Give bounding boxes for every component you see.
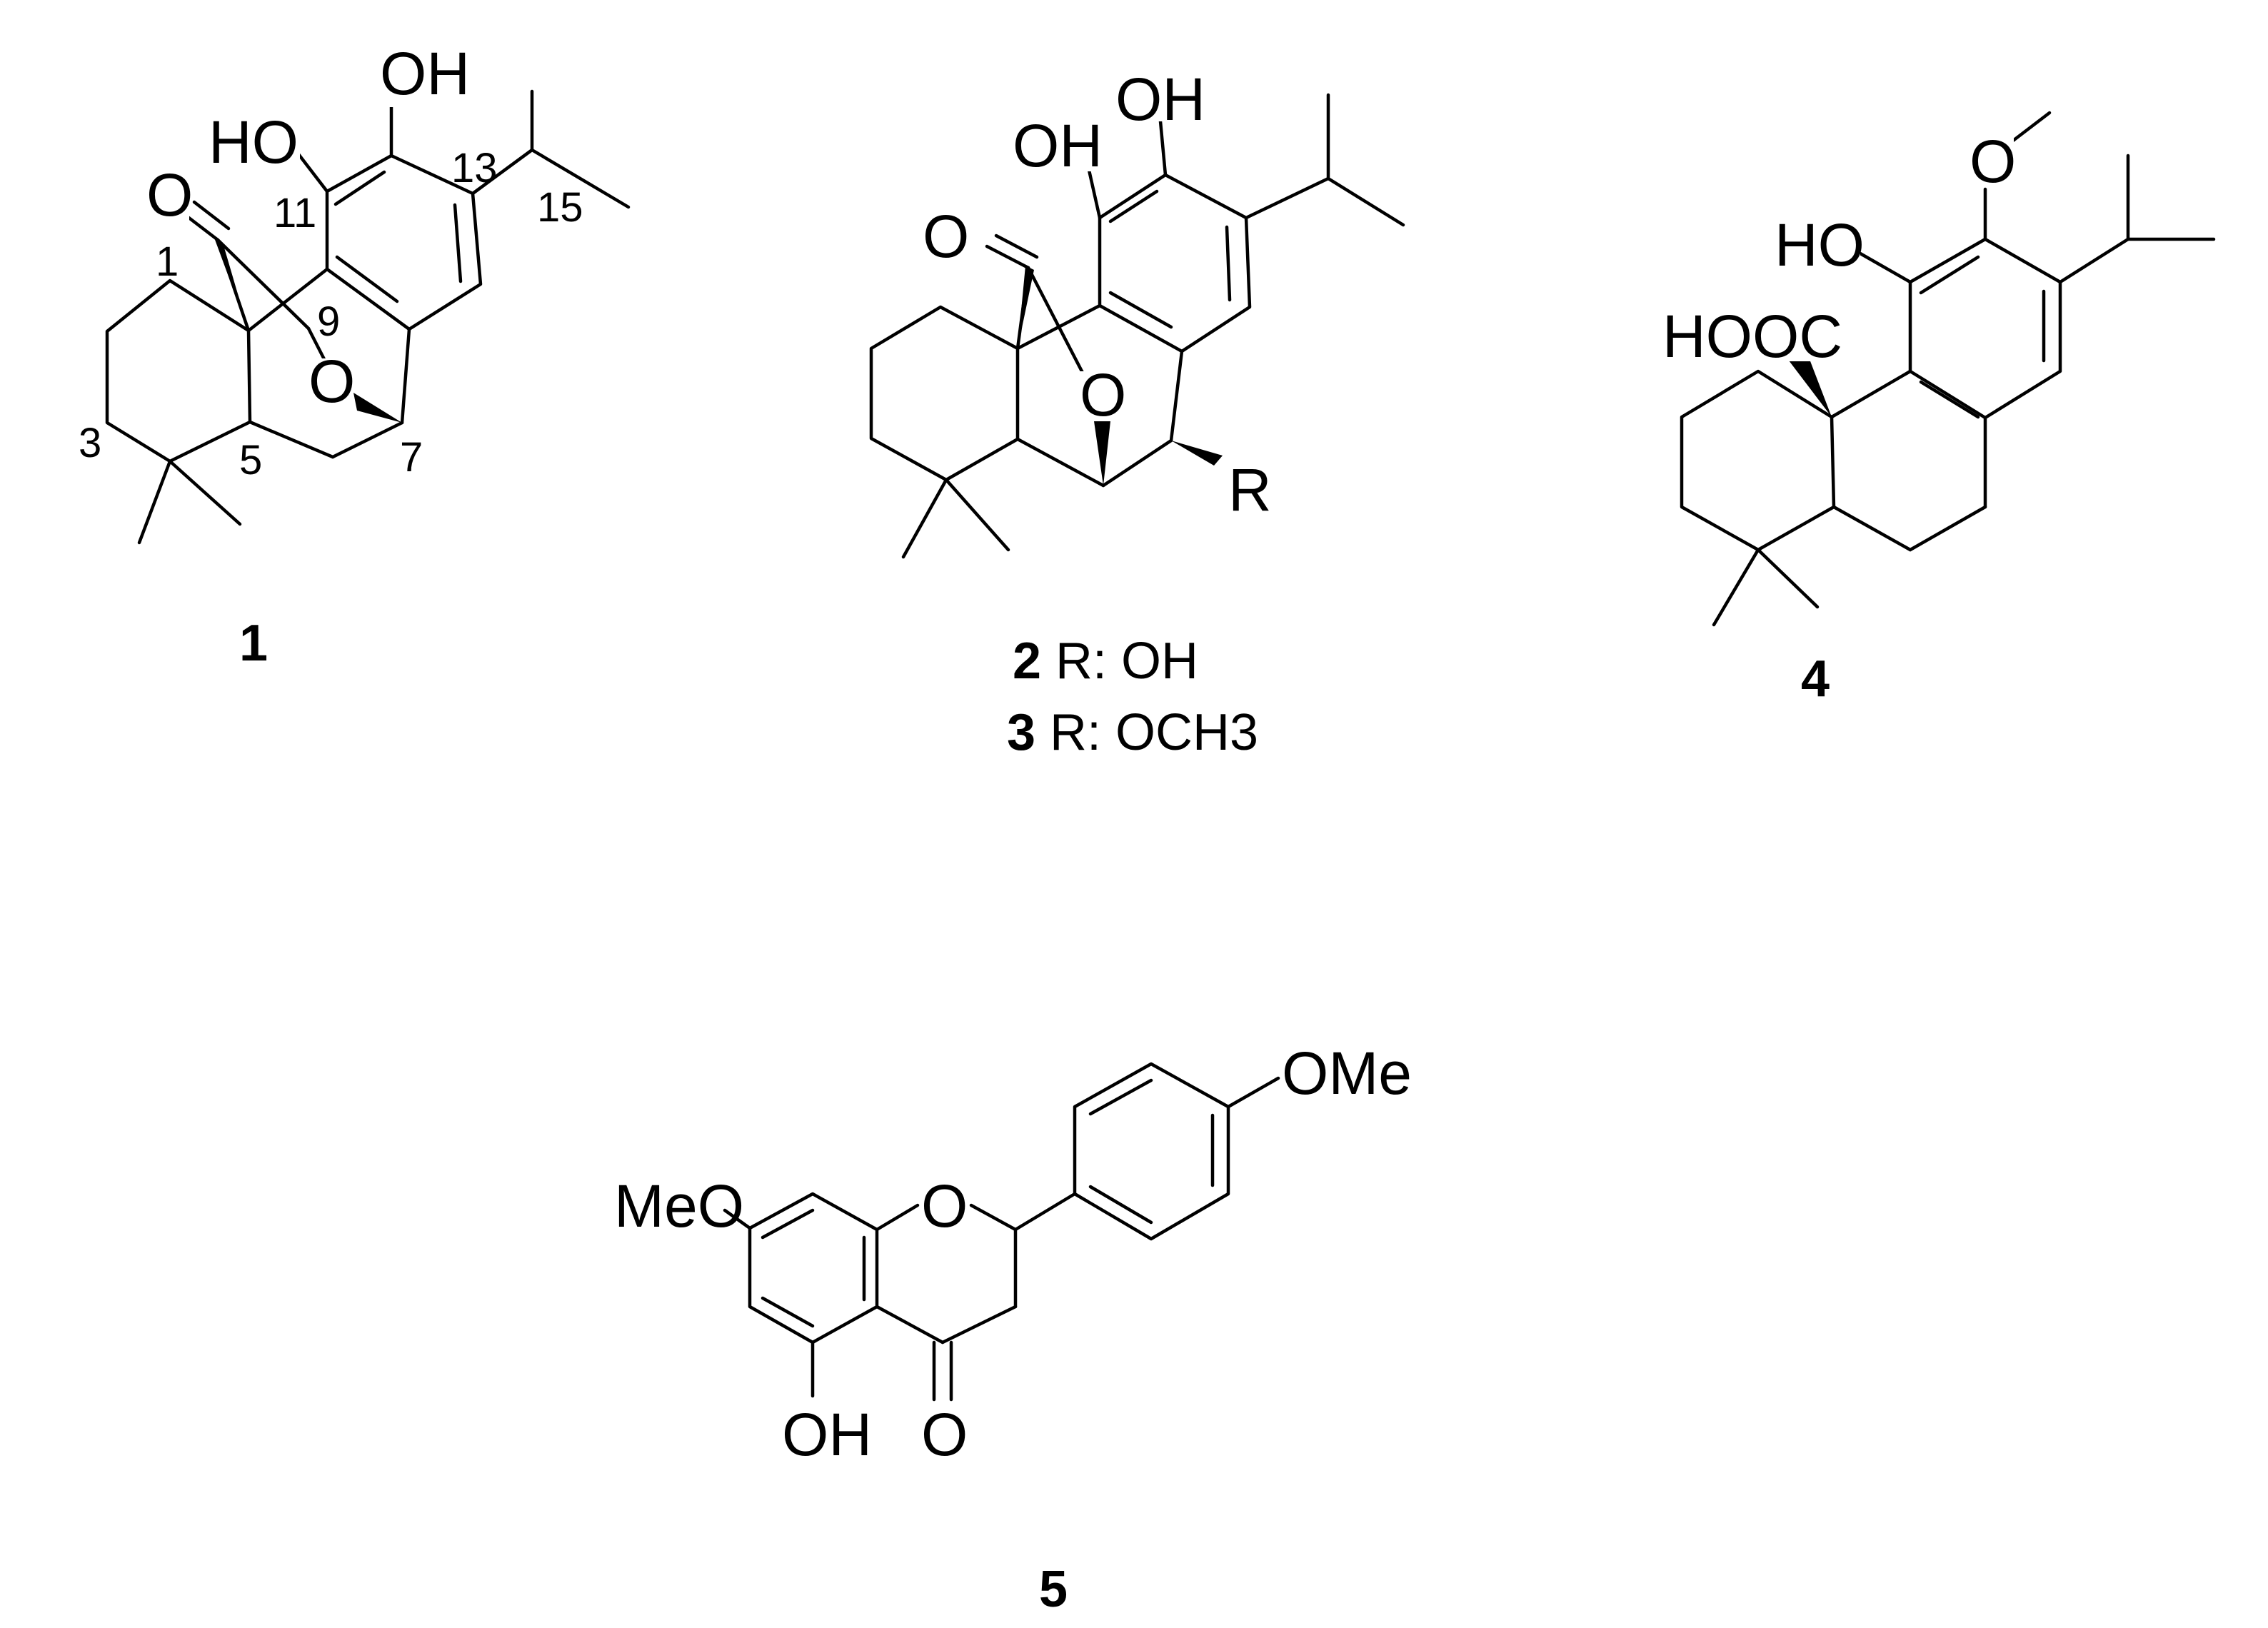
compound-3-r-label: R: OCH3 xyxy=(1050,704,1258,761)
c1-ho-left: HO xyxy=(209,109,298,176)
c2-r-substituent: R xyxy=(1228,456,1272,523)
compound-4-structure xyxy=(1680,111,2216,627)
compound-1-labels: OH HO O O 13 11 15 1 9 3 5 7 1 xyxy=(79,40,583,672)
c1-oh-top: OH xyxy=(380,40,470,107)
c1-locant-9: 9 xyxy=(317,298,340,345)
compound-2-r-label: R: OH xyxy=(1055,633,1198,690)
compound-5-labels: OMe MeO O OH O 5 xyxy=(614,1040,1412,1618)
c5-meo-left: MeO xyxy=(614,1172,744,1240)
c1-locant-7: 7 xyxy=(400,434,423,481)
compound-1-structure xyxy=(105,89,631,545)
c5-oh: OH xyxy=(782,1401,872,1468)
c4-ho: HO xyxy=(1775,211,1865,278)
c1-locant-5: 5 xyxy=(239,437,262,483)
compound-3-id: 3 xyxy=(1007,704,1035,761)
compound-2-id: 2 xyxy=(1013,633,1041,690)
compound-2-3-structure xyxy=(869,93,1405,559)
c1-locant-3: 3 xyxy=(79,420,101,466)
c5-ome-right: OMe xyxy=(1282,1040,1412,1107)
c4-methoxy-o: O xyxy=(1970,128,2016,195)
compound-4-labels: O HO HOOC 4 xyxy=(1660,128,2016,708)
c2-oh-left: OH xyxy=(1013,112,1103,179)
c5-ring-o: O xyxy=(921,1172,968,1240)
c1-locant-11: 11 xyxy=(274,190,316,236)
c1-locant-15: 15 xyxy=(537,184,583,231)
c5-keto-o: O xyxy=(921,1401,968,1468)
compound-2-3-labels: OH OH O O R 2 R: OH 3 R: OCH3 xyxy=(921,64,1272,761)
c1-locant-1: 1 xyxy=(156,238,179,285)
c1-keto-o: O xyxy=(146,161,193,228)
c1-locant-13: 13 xyxy=(451,145,498,191)
c4-hooc: HOOC xyxy=(1662,303,1842,370)
c2-ring-o: O xyxy=(1080,361,1126,428)
compound-4-id: 4 xyxy=(1801,650,1830,708)
c1-ring-o: O xyxy=(308,348,355,415)
c2-keto-o: O xyxy=(923,203,969,270)
compound-1-id: 1 xyxy=(239,615,268,672)
compound-5-structure xyxy=(723,1062,1280,1402)
c2-oh-top: OH xyxy=(1115,66,1205,133)
compound-5-id: 5 xyxy=(1039,1561,1068,1618)
